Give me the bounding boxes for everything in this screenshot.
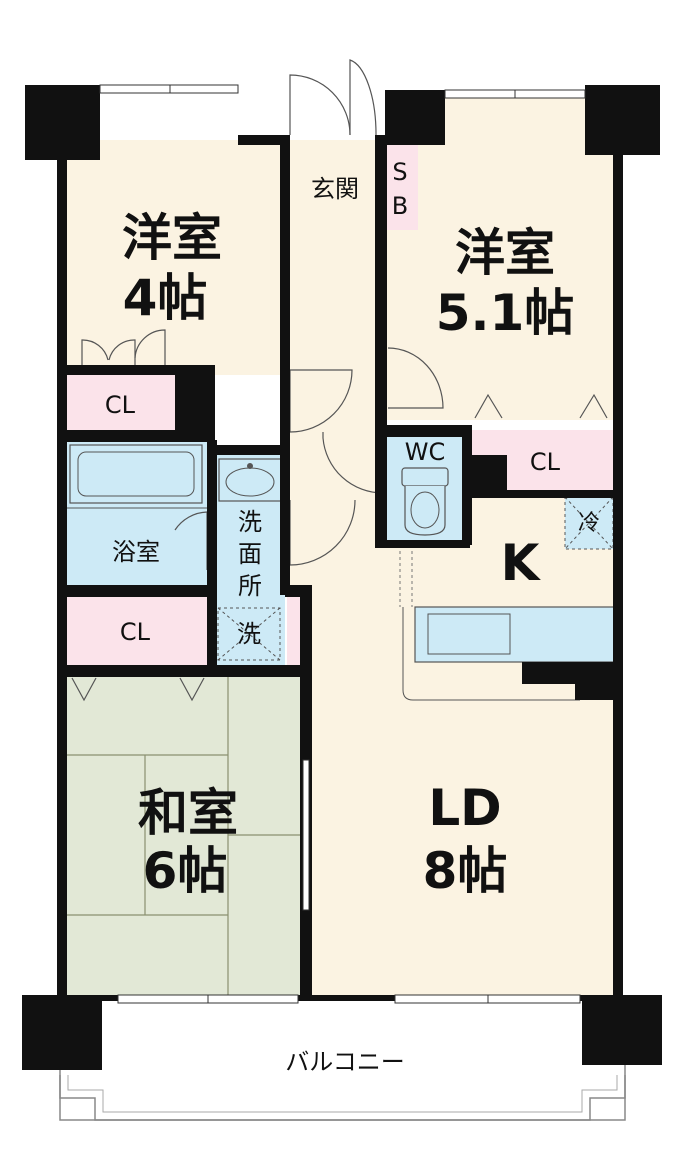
balcony-area	[59, 999, 626, 1121]
closet-bath-floor	[65, 595, 207, 665]
western-51-size: 5.1帖	[436, 284, 575, 342]
entrance-floor	[290, 140, 380, 230]
room-western-4-floor	[65, 140, 280, 375]
walls	[22, 85, 662, 1070]
balcony-label: バルコニー	[285, 1048, 405, 1076]
window-mullions	[169, 85, 516, 1003]
shoebox-floor	[383, 145, 418, 230]
washroom-label-3: 所	[238, 572, 262, 600]
closet-51-label: CL	[530, 448, 561, 476]
washroom-label-1: 洗	[238, 508, 262, 536]
shoebox-label-b: B	[392, 192, 408, 220]
kitchen-counter	[399, 545, 616, 701]
wash-basin	[218, 458, 282, 502]
room-western-51-floor	[385, 95, 617, 420]
japanese-size: 6帖	[143, 842, 228, 900]
fridge-area	[564, 496, 614, 550]
western-4-size: 4帖	[123, 269, 208, 327]
entrance-label: 玄関	[311, 175, 359, 203]
japanese-name: 和室	[138, 784, 238, 842]
closet-4-label: CL	[105, 391, 136, 419]
western-51-name: 洋室	[455, 224, 555, 282]
washer-pan	[217, 607, 281, 661]
fridge-label: 冷	[578, 511, 600, 536]
kitchen-label: K	[501, 534, 542, 592]
shoebox-label-s: S	[392, 158, 407, 186]
closet-bath-label: CL	[120, 618, 151, 646]
toilet-fixture	[401, 467, 449, 536]
washroom-label-2: 面	[238, 540, 262, 568]
bathtub	[65, 444, 207, 509]
ld-name: LD	[428, 779, 501, 837]
western-4-name: 洋室	[122, 209, 222, 267]
bath-label: 浴室	[112, 538, 160, 566]
closet-4-floor	[65, 375, 175, 430]
japanese-floor	[65, 672, 305, 995]
door-swings	[71, 59, 608, 702]
wc-label: WC	[405, 438, 446, 466]
washer-label: 洗	[237, 620, 261, 648]
tatami-lines	[65, 672, 305, 995]
ld-size: 8帖	[423, 842, 508, 900]
